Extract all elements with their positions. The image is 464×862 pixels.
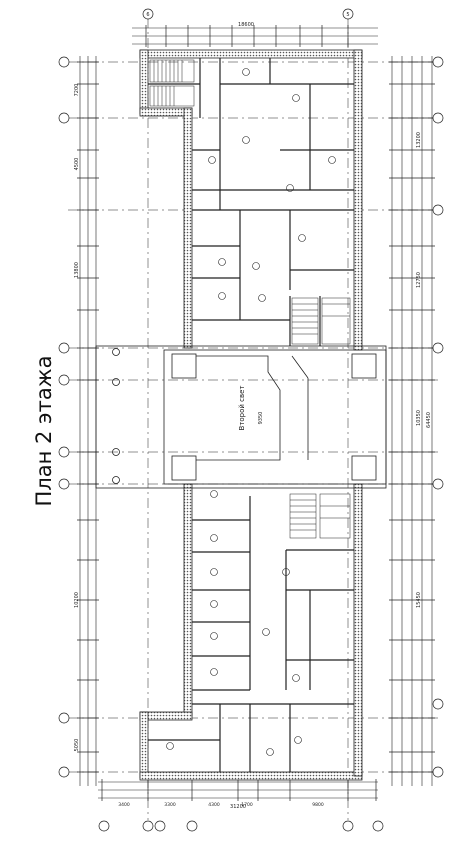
left-major-dim-5: 5050 — [74, 739, 80, 752]
left-major-dim-1: 7200 — [74, 84, 80, 97]
axis-bubbles — [58, 8, 444, 832]
right-total-dim: 64450 — [426, 412, 432, 428]
dimension-ticks — [77, 25, 435, 801]
right-major-dim-4: 15450 — [416, 592, 422, 608]
axis-lines — [68, 18, 440, 820]
bottom-dim-3: 4300 — [208, 802, 220, 808]
top-axis-label-5: 5 — [346, 12, 349, 18]
left-major-dim-4: 10200 — [74, 592, 80, 608]
stairs-south — [289, 493, 351, 539]
right-major-dim-2: 12750 — [416, 272, 422, 288]
room-markers — [166, 68, 336, 756]
atrium — [95, 345, 387, 489]
stairs-north — [149, 59, 351, 345]
plan-title: План 2 этажа — [32, 355, 56, 507]
top-total-dim: 18600 — [238, 22, 254, 28]
center-height-dim: 9350 — [258, 412, 264, 425]
bottom-dim-5: 9800 — [312, 802, 324, 808]
bottom-dim-4: 1700 — [241, 802, 253, 808]
left-major-dim-2: 4500 — [74, 158, 80, 171]
right-major-dim-3: 10350 — [416, 410, 422, 426]
left-major-dim-3: 13800 — [74, 262, 80, 278]
bottom-dim-1: 3400 — [118, 802, 130, 808]
center-label: Второй свет — [238, 385, 246, 430]
bottom-total-dim: 31200 — [230, 804, 246, 810]
top-axis-label-6: 6 — [146, 12, 149, 18]
dimension-lines — [79, 27, 433, 799]
right-major-dim-1: 13200 — [416, 132, 422, 148]
south-partitions — [148, 496, 354, 772]
bottom-dim-2: 3300 — [164, 802, 176, 808]
north-partitions — [148, 58, 354, 346]
